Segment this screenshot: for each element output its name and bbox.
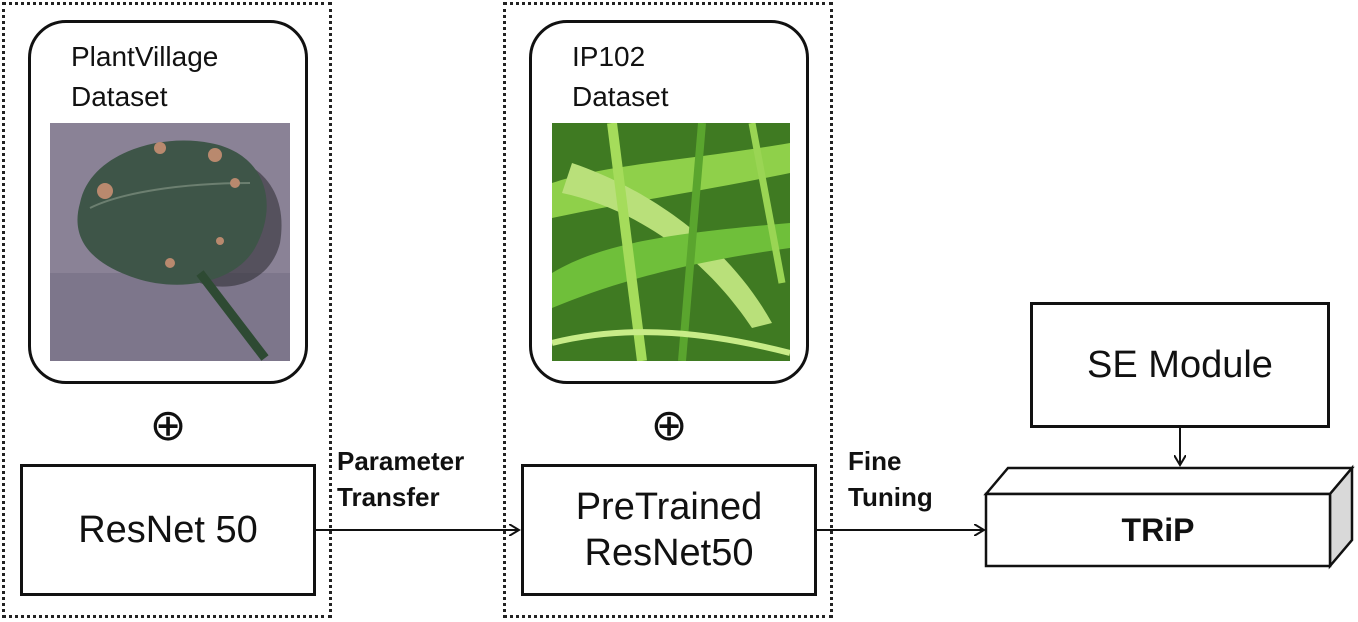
edge-label-line1: Fine (848, 446, 902, 476)
ip102-dataset-card: IP102 Dataset (529, 20, 809, 384)
plantvillage-dataset-card: PlantVillage Dataset (28, 20, 308, 384)
pretrained-label-line2: ResNet50 (584, 532, 754, 574)
edge-label-line2: Transfer (337, 482, 440, 512)
dataset-label-line2: Dataset (572, 81, 669, 112)
ip102-dataset-label: IP102 Dataset (572, 37, 669, 117)
leaf-disease-image (50, 123, 290, 361)
group-plantvillage-frame (2, 2, 332, 618)
trip-label: TRiP (1121, 512, 1195, 548)
edge-label-line2: Tuning (848, 482, 933, 512)
parameter-transfer-label: Parameter Transfer (337, 443, 464, 515)
edge-label-line1: Parameter (337, 446, 465, 476)
combine-operator-icon: ⊕ (149, 401, 187, 450)
rice-pest-image (552, 123, 790, 361)
dataset-label-line2: Dataset (71, 81, 168, 112)
combine-operator-icon: ⊕ (650, 401, 688, 450)
pretrained-label-line1: PreTrained (575, 486, 763, 528)
dataset-label-line1: IP102 (572, 41, 646, 72)
resnet50-box: ResNet 50 (20, 464, 316, 596)
trip-prism (983, 464, 1355, 570)
fine-tuning-label: Fine Tuning (848, 443, 933, 515)
pretrained-resnet50-box: PreTrained ResNet50 (521, 464, 817, 596)
plantvillage-dataset-label: PlantVillage Dataset (71, 37, 218, 117)
dataset-label-line1: PlantVillage (71, 41, 219, 72)
se-module-label: SE Module (1087, 344, 1273, 386)
se-module-box: SE Module (1030, 302, 1330, 428)
resnet50-label: ResNet 50 (78, 509, 258, 551)
group-ip102-frame (503, 2, 833, 618)
